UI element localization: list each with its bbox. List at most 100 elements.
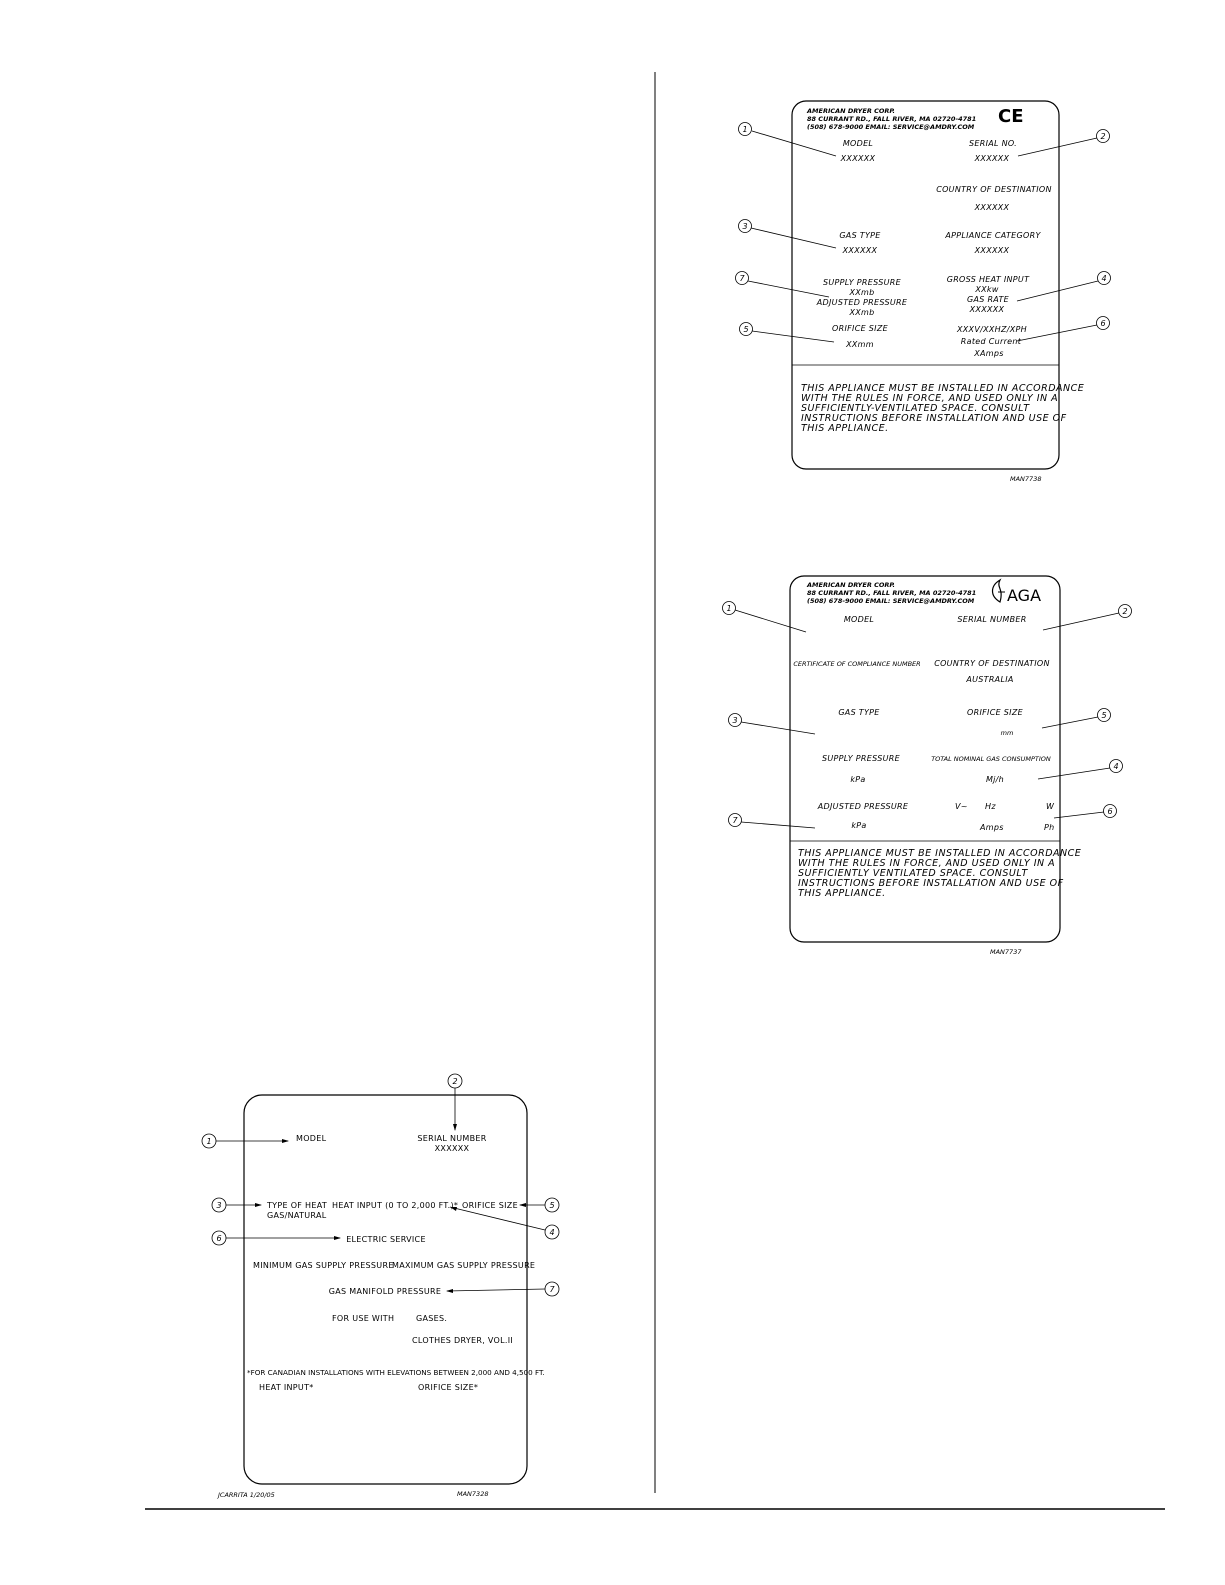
- aga-callout-3: 3: [732, 716, 737, 725]
- us-canadian-note: *FOR CANADIAN INSTALLATIONS WITH ELEVATI…: [247, 1368, 545, 1377]
- aga-orifice-unit: mm: [1001, 729, 1014, 737]
- us-arrow-3: [255, 1203, 262, 1207]
- ce-callout-circle-5: [739, 322, 753, 336]
- ce-callout-6: 6: [1100, 319, 1105, 328]
- us-max-gas-pressure-label: MAXIMUM GAS SUPPLY PRESSURE: [392, 1261, 535, 1270]
- aga-callout-circle-1: [722, 601, 736, 615]
- aga-supply-pressure-label: SUPPLY PRESSURE: [822, 754, 901, 763]
- aga-callout-circle-4: [1109, 759, 1123, 773]
- ce-warning-line-5: THIS APPLIANCE.: [801, 423, 889, 434]
- ce-adjusted-pressure-label: ADJUSTED PRESSURE: [816, 298, 908, 307]
- ce-plate-outline: [791, 100, 1060, 470]
- ce-callout-circle-1: [738, 122, 752, 136]
- ce-callout-7: 7: [739, 274, 745, 283]
- aga-company-line-1: AMERICAN DRYER CORP.: [806, 581, 895, 589]
- aga-callout-circle-6: [1103, 804, 1117, 818]
- aga-callout-1: 1: [726, 604, 731, 613]
- ce-country-label: COUNTRY OF DESTINATION: [936, 185, 1052, 194]
- aga-country-label: COUNTRY OF DESTINATION: [934, 659, 1050, 668]
- aga-adjusted-pressure-label: ADJUSTED PRESSURE: [817, 802, 909, 811]
- ce-leader-1: [751, 130, 837, 157]
- us-model-label: MODEL: [296, 1134, 327, 1143]
- ce-callout-circle-7: [735, 271, 749, 285]
- ce-orifice-size-label: ORIFICE SIZE: [832, 324, 889, 333]
- aga-mark-logo: AGA: [1007, 586, 1041, 605]
- ce-gross-heat-input-value: XXkw: [974, 285, 998, 294]
- us-callout-circle-1: [201, 1133, 217, 1149]
- us-orifice-size-label: ORIFICE SIZE: [462, 1201, 518, 1210]
- ce-warning-line-3: SUFFICIENTLY-VENTILATED SPACE. CONSULT: [801, 403, 1030, 414]
- us-arrow-7: [446, 1289, 453, 1293]
- aga-country-value: AUSTRALIA: [965, 675, 1013, 684]
- us-callout-2: 2: [452, 1077, 457, 1086]
- ce-warning-line-1: THIS APPLIANCE MUST BE INSTALLED IN ACCO…: [801, 383, 1084, 394]
- ce-gas-rate-value: XXXXXX: [969, 305, 1005, 314]
- us-drawn-by: JCARRITA 1/20/05: [216, 1491, 275, 1499]
- ce-leader-2: [1017, 137, 1098, 157]
- aga-hz-label: Hz: [985, 802, 996, 811]
- us-callout-6: 6: [216, 1234, 221, 1243]
- ce-data-plate: AMERICAN DRYER CORP. 88 CURRANT RD., FAL…: [735, 100, 1111, 483]
- aga-callout-circle-2: [1118, 604, 1132, 618]
- ce-leader-6: [1016, 324, 1098, 342]
- aga-leader-4: [1037, 767, 1111, 780]
- us-callout-circle-2: [447, 1073, 463, 1089]
- aga-leader-5: [1041, 716, 1099, 729]
- ce-supply-pressure-value: XXmb: [848, 288, 874, 297]
- ce-callout-circle-4: [1097, 271, 1111, 285]
- ce-leader-7: [747, 280, 830, 298]
- ce-gas-type-value: XXXXXX: [842, 246, 878, 255]
- aga-callout-4: 4: [1113, 762, 1118, 771]
- us-arrow-5: [519, 1203, 526, 1207]
- us-arrow-2: [453, 1124, 457, 1131]
- ce-callout-1: 1: [742, 125, 747, 134]
- aga-warning-line-3: SUFFICIENTLY VENTILATED SPACE. CONSULT: [798, 868, 1029, 879]
- ce-mark-logo: CE: [998, 106, 1024, 127]
- us-arrow-6: [334, 1236, 341, 1240]
- aga-leader-7: [740, 821, 816, 829]
- ce-gross-heat-input-label: GROSS HEAT INPUT: [947, 275, 1030, 284]
- ce-appliance-category-value: XXXXXX: [974, 246, 1010, 255]
- ce-callout-3: 3: [742, 222, 747, 231]
- ce-callout-circle-3: [738, 219, 752, 233]
- aga-leader-1: [734, 609, 807, 633]
- us-callout-7: 7: [549, 1285, 555, 1294]
- aga-warning-line-5: THIS APPLIANCE.: [798, 888, 886, 899]
- ce-leader-5: [751, 330, 835, 343]
- aga-consumption-label: TOTAL NOMINAL GAS CONSUMPTION: [931, 755, 1051, 763]
- aga-drawing-number: MAN7737: [990, 948, 1022, 956]
- ce-serial-value: XXXXXX: [974, 154, 1010, 163]
- aga-supply-pressure-unit: kPa: [850, 775, 865, 784]
- ce-rated-current-value: XAmps: [973, 349, 1004, 358]
- aga-callout-6: 6: [1107, 807, 1112, 816]
- us-data-plate: MODEL SERIAL NUMBER XXXXXX TYPE OF HEAT …: [201, 1073, 560, 1499]
- ce-company-line-1: AMERICAN DRYER CORP.: [806, 107, 895, 115]
- ce-adjusted-pressure-value: XXmb: [848, 308, 874, 317]
- us-manifold-pressure-label: GAS MANIFOLD PRESSURE: [329, 1287, 441, 1296]
- aga-flame-icon: [991, 578, 1005, 603]
- aga-callout-circle-5: [1097, 708, 1111, 722]
- us-callout-4: 4: [549, 1228, 554, 1237]
- aga-adjusted-pressure-unit: kPa: [851, 821, 866, 830]
- ce-callout-5: 5: [743, 325, 748, 334]
- us-use-with-label: FOR USE WITH: [332, 1314, 394, 1323]
- ce-gas-type-label: GAS TYPE: [839, 231, 881, 240]
- ce-warning-line-4: INSTRUCTIONS BEFORE INSTALLATION AND USE…: [801, 413, 1067, 424]
- ce-country-value: XXXXXX: [974, 203, 1010, 212]
- us-callout-circle-4: [544, 1224, 560, 1240]
- us-leader-4: [449, 1206, 546, 1231]
- ce-callout-circle-6: [1096, 316, 1110, 330]
- ce-rated-current-label: Rated Current: [961, 337, 1022, 346]
- ce-model-label: MODEL: [843, 139, 873, 148]
- aga-leader-6: [1053, 811, 1105, 819]
- ce-callout-circle-2: [1096, 129, 1110, 143]
- us-callout-circle-6: [211, 1230, 227, 1246]
- aga-orifice-size-label: ORIFICE SIZE: [967, 708, 1024, 717]
- us-min-gas-pressure-label: MINIMUM GAS SUPPLY PRESSURE: [253, 1261, 394, 1270]
- us-heat-input-star: HEAT INPUT*: [259, 1383, 314, 1392]
- aga-leader-3: [740, 721, 816, 735]
- aga-callout-7: 7: [732, 816, 738, 825]
- ce-serial-label: SERIAL NO.: [969, 139, 1017, 148]
- us-callout-circle-7: [544, 1281, 560, 1297]
